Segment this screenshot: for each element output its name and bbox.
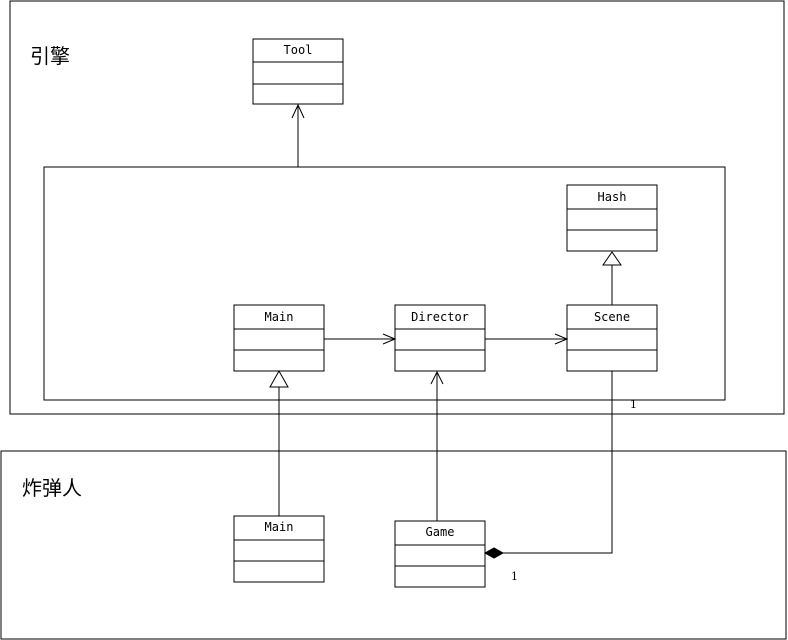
class-hash-box [566, 184, 658, 252]
class-director[interactable]: Director [394, 304, 486, 372]
open-arrowhead-icon [291, 103, 305, 119]
class-tool[interactable]: Tool [252, 38, 344, 105]
open-arrowhead-icon [430, 370, 444, 385]
association-director-to-scene [485, 333, 569, 345]
class-game[interactable]: Game [394, 520, 486, 588]
open-arrowhead-icon [382, 333, 397, 345]
multiplicity-game-end: 1 [511, 570, 518, 583]
class-scene-name: Scene [594, 310, 630, 324]
class-game-name: Game [426, 525, 455, 539]
package-bomberman-title: 炸弹人 [22, 476, 82, 500]
package-engine-title: 引擎 [30, 44, 70, 68]
class-director-name: Director [411, 310, 469, 324]
filled-diamond-icon [483, 547, 505, 559]
package-bomberman-frame [0, 450, 787, 640]
dependency-game-to-director [430, 370, 444, 521]
package-engine-frame [9, 0, 785, 415]
dependency-container-to-tool [291, 103, 305, 167]
class-main-game-name: Main [265, 520, 294, 534]
open-arrowhead-icon [554, 333, 569, 345]
association-main-to-director [324, 333, 397, 345]
connector-line [503, 371, 613, 554]
class-game-box [394, 520, 486, 588]
hollow-triangle-icon [602, 251, 622, 266]
hollow-triangle-icon [269, 369, 289, 388]
class-main-game[interactable]: Main [233, 515, 325, 583]
class-hash[interactable]: Hash [566, 184, 658, 252]
composition-game-scene [483, 371, 613, 559]
multiplicity-scene-end: 1 [630, 398, 637, 411]
class-director-box [394, 304, 486, 372]
class-main-engine-name: Main [265, 310, 294, 324]
generalization-scene-to-hash [602, 251, 622, 305]
class-main-engine[interactable]: Main [233, 304, 325, 372]
generalization-main-game-to-main-engine [269, 369, 289, 516]
class-tool-name: Tool [284, 43, 313, 57]
class-scene[interactable]: Scene [566, 304, 658, 372]
class-hash-name: Hash [598, 190, 627, 204]
engine-core-container [43, 166, 726, 401]
